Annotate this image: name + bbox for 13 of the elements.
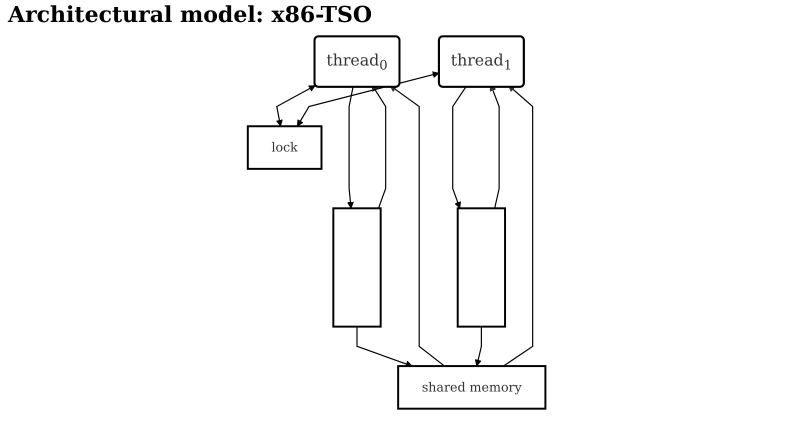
node-box	[332, 207, 382, 328]
node-box: shared memory	[397, 365, 546, 410]
arrow	[390, 85, 445, 367]
arrow	[356, 326, 412, 368]
arrow	[296, 71, 440, 127]
diagram-title: Architectural model: x86-TSO	[8, 2, 374, 28]
arrow	[502, 85, 534, 367]
node-box	[456, 207, 506, 328]
arrow	[452, 86, 466, 209]
arrow	[276, 85, 316, 127]
arrow	[474, 326, 482, 366]
arrow	[346, 87, 354, 209]
node-box: lock	[246, 125, 322, 170]
